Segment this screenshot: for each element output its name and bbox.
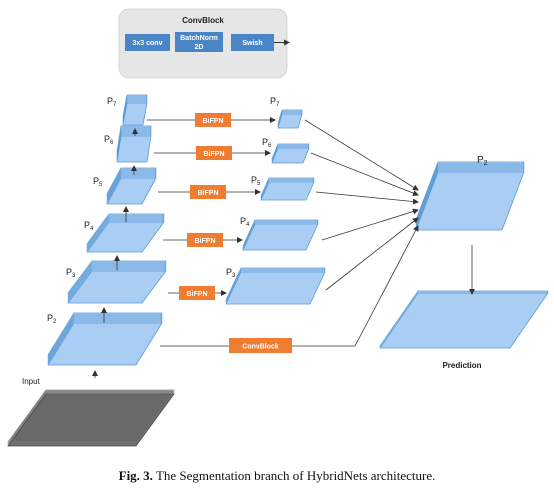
p7-right-stack <box>277 109 303 129</box>
bifpn-box-p3 <box>179 286 215 300</box>
bifpn-blocks: BiFPN BiFPN BiFPN BiFPN BiFPN ConvBlock <box>179 113 292 353</box>
p4-label-right: P4 <box>240 216 250 228</box>
feature-layer <box>415 171 525 231</box>
p6-merge-arrow <box>310 152 419 196</box>
feature-layer <box>277 113 303 129</box>
feature-layer <box>225 271 326 305</box>
bifpn-box-p6 <box>196 146 232 160</box>
batchnorm-step-box <box>175 32 223 52</box>
p3-label-left: P3 <box>66 267 76 279</box>
feature-layer <box>86 221 165 253</box>
feature-layer <box>260 181 315 201</box>
feature-layer <box>271 147 310 164</box>
feature-layer <box>379 292 549 349</box>
level-labels-left: P7 P6 P5 P4 P3 P2 <box>47 96 117 325</box>
bifpn-label-p7: BiFPN <box>203 118 224 125</box>
p5-label-left: P5 <box>93 176 103 188</box>
p6-label-left: P6 <box>104 134 114 146</box>
input-label: Input <box>22 377 41 386</box>
caption-prefix: Fig. 3. <box>118 468 153 483</box>
p6-right-stack <box>271 143 310 164</box>
merged-p2-stack <box>415 161 525 231</box>
swish-step-box <box>231 34 274 51</box>
p5-right-stack <box>260 177 315 201</box>
bifpn-label-p4: BiFPN <box>195 238 216 245</box>
prediction-stack <box>379 290 549 349</box>
feature-layer <box>242 223 319 251</box>
conv-step-box <box>125 34 170 51</box>
p3-left-stack <box>67 260 167 304</box>
feature-layer <box>47 322 163 366</box>
level-labels-right: P7 P6 P5 P4 P3 P2 <box>226 96 488 279</box>
p5-label-right: P5 <box>251 175 261 187</box>
p3-label-right: P3 <box>226 267 236 279</box>
p4-left-stack <box>86 213 165 253</box>
p2-left-stack <box>47 312 163 366</box>
p3-merge-arrow <box>325 217 419 291</box>
bifpn-label-p3: BiFPN <box>187 291 208 298</box>
caption-text: The Segmentation branch of HybridNets ar… <box>152 468 436 483</box>
merged-p2-label: P2 <box>477 155 488 167</box>
bifpn-box-p4 <box>187 233 223 247</box>
convblock-title: ConvBlock <box>182 16 224 25</box>
p4-right-stack <box>242 219 319 251</box>
p2-merge-arrow <box>354 225 419 347</box>
swish-step-label: Swish <box>242 40 262 47</box>
feature-layer <box>106 177 157 205</box>
feature-layer <box>67 270 167 304</box>
p7-label-left: P7 <box>107 96 117 108</box>
prediction-label: Prediction <box>442 361 481 370</box>
conv-step-label: 3x3 conv <box>133 40 163 47</box>
p4-label-left: P4 <box>84 220 94 232</box>
bifpn-box-p7 <box>195 113 231 127</box>
feature-stacks <box>7 94 549 447</box>
p3-right-stack <box>225 267 326 305</box>
convblock-box <box>229 338 292 353</box>
p5-merge-arrow <box>315 191 419 205</box>
p2-label-left: P2 <box>47 313 57 325</box>
figure-caption: Fig. 3. The Segmentation branch of Hybri… <box>0 468 554 484</box>
bifpn-label-p6: BiFPN <box>204 151 225 158</box>
bifpn-label-p5: BiFPN <box>198 190 219 197</box>
p6-left-stack <box>116 125 152 163</box>
convblock-box-label: ConvBlock <box>242 344 279 351</box>
p6-label-right: P6 <box>262 137 272 149</box>
p7-left-stack <box>122 94 148 126</box>
p7-label-right: P7 <box>270 96 280 108</box>
p7-merge-arrow <box>304 119 419 191</box>
input-image-stack <box>7 389 175 447</box>
p4-merge-arrow <box>321 208 419 241</box>
feature-layer <box>122 102 148 126</box>
p5-left-stack <box>106 167 157 205</box>
feature-layer <box>116 135 152 163</box>
bifpn-box-p5 <box>190 185 226 199</box>
